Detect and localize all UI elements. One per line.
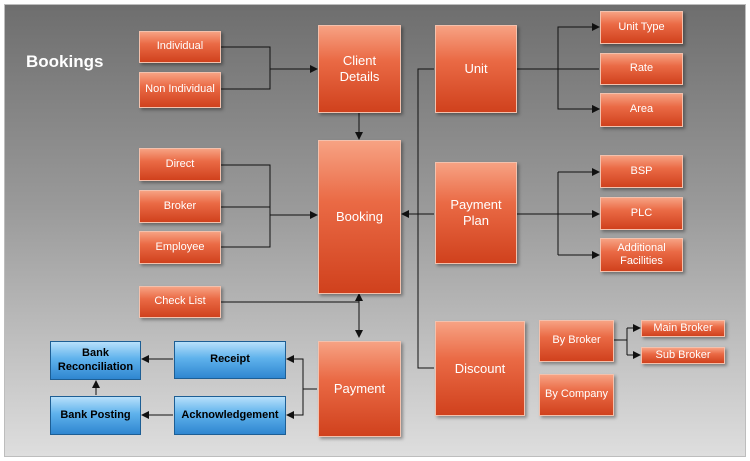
edge-unit-children — [517, 26, 599, 109]
edge-individual-client-details — [221, 46, 271, 69]
node-payment-plan: Payment Plan — [435, 162, 517, 264]
edge-non-individual-client-details — [221, 69, 271, 90]
node-sub-broker: Sub Broker — [641, 347, 725, 364]
diagram-title: Bookings — [26, 52, 104, 71]
node-by-company: By Company — [539, 374, 614, 416]
edge-unit-booking — [417, 68, 434, 369]
node-by-broker: By Broker — [539, 320, 614, 362]
node-client-details: Client Details — [318, 25, 401, 113]
node-bsp: BSP — [600, 155, 683, 188]
node-employee: Employee — [139, 231, 221, 264]
node-direct: Direct — [139, 148, 221, 181]
node-booking: Booking — [318, 140, 401, 294]
node-bank-reconciliation: Bank Reconciliation — [50, 341, 141, 380]
edge-direct-booking — [221, 164, 271, 248]
edge-by-broker-children — [614, 328, 628, 355]
node-discount: Discount — [435, 321, 525, 416]
node-non-individual: Non Individual — [139, 72, 221, 108]
node-receipt: Receipt — [174, 341, 286, 379]
node-broker: Broker — [139, 190, 221, 223]
node-additional-facilities: Additional Facilities — [600, 238, 683, 272]
node-plc: PLC — [600, 197, 683, 230]
node-rate: Rate — [600, 53, 683, 85]
node-acknowledgement: Acknowledgement — [174, 396, 286, 435]
node-payment: Payment — [318, 341, 401, 437]
edge-payment-receipt — [286, 355, 317, 390]
node-bank-posting: Bank Posting — [50, 396, 141, 435]
node-check-list: Check List — [139, 286, 221, 318]
node-unit: Unit — [435, 25, 517, 113]
node-main-broker: Main Broker — [641, 320, 725, 337]
node-individual: Individual — [139, 31, 221, 63]
node-area: Area — [600, 93, 683, 127]
node-unit-type: Unit Type — [600, 11, 683, 44]
edge-payment-plan-children — [517, 172, 559, 255]
edge-payment-acknowledgement — [286, 389, 304, 419]
